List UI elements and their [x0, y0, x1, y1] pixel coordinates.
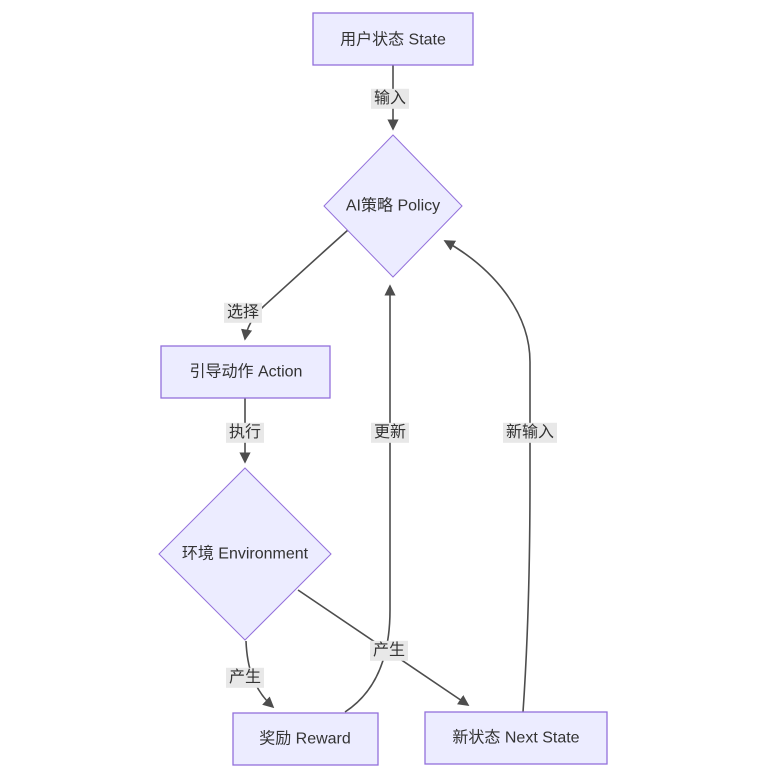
node-reward-shape	[232, 712, 379, 766]
node-policy-shape	[323, 134, 463, 278]
node-state-label: 用户状态 State	[340, 31, 446, 49]
node-layer	[158, 12, 608, 766]
edge-label-produce-reward: 产生	[225, 667, 265, 689]
edge-label-produce-next-state: 产生	[369, 640, 409, 662]
edge-label-input: 输入	[370, 88, 410, 110]
node-action-shape	[160, 345, 331, 399]
node-environment-label: 环境 Environment	[181, 545, 309, 563]
node-state-shape	[312, 12, 474, 66]
edge-label-select: 选择	[223, 302, 263, 324]
node-environment-shape	[158, 467, 332, 641]
edge-next-state-to-policy	[443, 240, 531, 713]
edge-policy-to-action	[241, 229, 349, 341]
node-action-label: 引导动作 Action	[189, 363, 303, 381]
node-next-state-shape	[424, 711, 608, 765]
node-reward-label: 奖励 Reward	[259, 730, 351, 748]
edge-label-new-input: 新输入	[502, 422, 558, 444]
node-policy-label: AI策略 Policy	[345, 197, 441, 215]
edge-label-update: 更新	[370, 422, 410, 444]
node-next-state-label: 新状态 Next State	[452, 729, 580, 747]
edge-label-execute: 执行	[225, 422, 265, 444]
edge-reward-to-policy	[344, 284, 396, 713]
